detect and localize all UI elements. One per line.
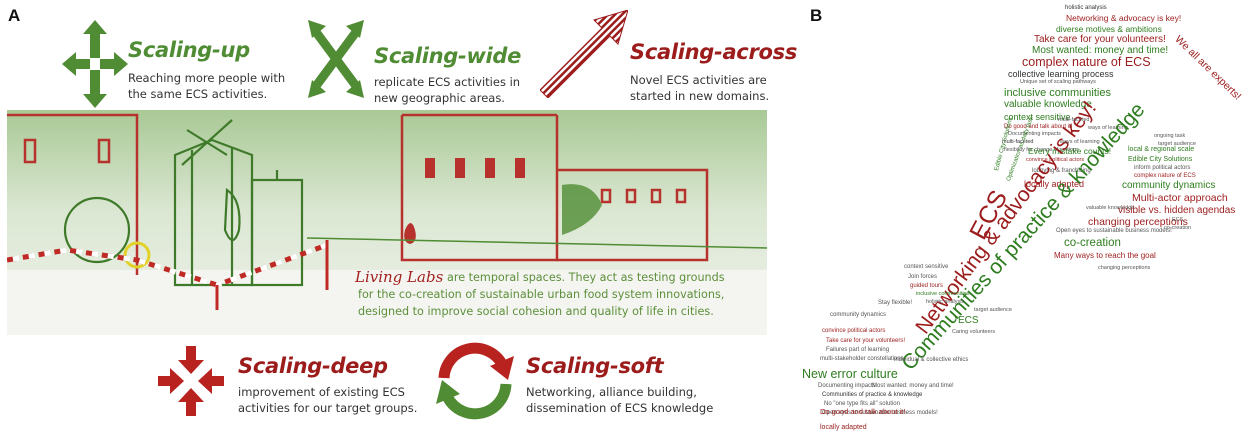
word: complex nature of ECS — [1022, 55, 1151, 69]
word: valuable knowledge — [1086, 205, 1135, 211]
word: Stay flexible! — [878, 300, 913, 306]
word: Edible City Solutions — [1128, 156, 1193, 163]
word: lobbying & franchising — [1032, 168, 1091, 174]
word: flexibility for change of settings — [1004, 147, 1079, 153]
word: Do good and talk about it! — [820, 407, 906, 416]
panel-letter-a: A — [8, 6, 21, 25]
word: target audience — [1158, 141, 1196, 147]
scaling-deep-title: Scaling-deep — [238, 354, 388, 378]
word: Documenting impacts — [818, 383, 876, 389]
word: locally adapted — [1024, 179, 1085, 189]
sketch-scene — [7, 110, 767, 335]
living-labs-line-2: for the co-creation of sustainable urban… — [358, 288, 725, 301]
scaling-deep-desc-1: improvement of existing ECS — [238, 385, 405, 399]
scaling-wide-desc-2: new geographic areas. — [374, 91, 505, 105]
word: Take care for your volunteers! — [826, 338, 906, 344]
living-labs-line-3: designed to improve social cohesion and … — [358, 305, 714, 318]
four-way-arrow-icon — [62, 20, 128, 108]
word: co-creation — [1164, 225, 1192, 231]
word: inform political actors — [1134, 165, 1191, 171]
word: collective learning process — [1008, 69, 1114, 79]
word: visible vs. hidden agendas — [1118, 205, 1236, 216]
word: ECS — [1172, 217, 1184, 223]
striped-diagonal-arrow-icon — [540, 10, 628, 98]
scaling-up-desc-2: the same ECS activities. — [128, 87, 268, 101]
word: Most wanted: money and time! — [1032, 45, 1169, 56]
word: ongoing task — [1154, 133, 1186, 139]
panel-letter-b: B — [810, 6, 823, 25]
inward-arrows-icon — [158, 346, 224, 416]
scaling-up-desc-1: Reaching more people with — [128, 71, 286, 85]
word: ways of learning — [1088, 125, 1128, 131]
word: Every mistake counts! — [1028, 146, 1112, 156]
word: changing perceptions — [1098, 265, 1151, 271]
scaling-wide-desc-1: replicate ECS activities in — [374, 75, 521, 89]
word: local & regional scale — [1128, 146, 1195, 153]
scaling-wide-title: Scaling-wide — [374, 44, 522, 68]
scaling-up-title: Scaling-up — [128, 38, 250, 62]
word: Communities of practice & knowledge — [822, 392, 923, 398]
word: convince political actors — [822, 328, 886, 334]
word: locally adapted — [820, 424, 867, 431]
word: target audience — [974, 307, 1012, 313]
word: inclusive communities — [1004, 87, 1111, 99]
word: Documenting impacts — [1008, 131, 1061, 137]
word: ECS — [958, 315, 979, 326]
living-labs-illustration — [7, 110, 767, 335]
scaling-across-desc-2: started in new domains. — [630, 89, 770, 103]
word: Caring volunteers — [952, 329, 996, 335]
word: inclusive communities — [916, 291, 970, 297]
word: We all are experts! — [1172, 33, 1244, 103]
word: Many ways to reach the goal — [1054, 251, 1156, 260]
word: holistic analysis — [926, 299, 965, 305]
scaling-across-desc-1: Novel ECS activities are — [630, 73, 767, 87]
panel-a: A Scaling-up Reaching more people with t… — [7, 6, 797, 420]
word: Join forces — [908, 274, 938, 280]
panel-b-word-cloud: B holistic analysis Networking & advocac… — [798, 0, 1248, 439]
word: context sensitive — [1004, 112, 1071, 122]
word: convince political actors — [1026, 157, 1085, 163]
word: changing perceptions — [1088, 216, 1188, 228]
word: context sensitive — [904, 264, 949, 270]
word: No "one type fits all" solution — [824, 401, 900, 407]
word: Open eyes to sustainable business models… — [1056, 228, 1172, 234]
word: Take care for your volunteers! — [1034, 34, 1166, 45]
cycle-arrows-icon — [436, 342, 514, 420]
word: diverse motives & ambitions — [1056, 24, 1162, 34]
word: holistic analysis — [1065, 5, 1107, 11]
word: Open eyes to sustainable business models… — [822, 410, 938, 416]
word: multi-faceted — [1058, 117, 1090, 123]
word: valuable knowledge — [1004, 99, 1092, 110]
scaling-soft-desc-1: Networking, alliance building, — [526, 385, 697, 399]
word: Do good and talk about it! — [1004, 124, 1073, 130]
word: Failures part of learning — [826, 347, 890, 353]
word: community dynamics — [830, 312, 887, 318]
word: Networking & advocacy is key! — [1066, 13, 1182, 23]
word: co-creation — [1064, 237, 1121, 249]
word: Most wanted: money and time! — [872, 383, 954, 389]
living-labs-script: Living Labs — [355, 268, 444, 286]
diagonal-cross-arrows-icon — [308, 20, 364, 98]
word: complex nature of ECS — [1134, 173, 1196, 179]
living-labs-line-1: are temporal spaces. They act as testing… — [447, 271, 725, 284]
scaling-across-title: Scaling-across — [630, 40, 798, 64]
word: multi-faceted — [1002, 139, 1034, 145]
word: guided tours — [910, 283, 944, 289]
word: individual & collective ethics — [894, 357, 969, 363]
word: community dynamics — [1122, 180, 1216, 191]
word: New error culture — [802, 367, 898, 381]
word: Multi-actor approach — [1132, 192, 1228, 204]
scaling-soft-desc-2: dissemination of ECS knowledge — [526, 401, 714, 415]
word: multi-stakeholder constellations — [820, 356, 904, 362]
scaling-deep-desc-2: activities for our target groups. — [238, 401, 418, 415]
word: ways of learning — [1060, 139, 1100, 145]
word: Unique set of scaling pathways — [1020, 79, 1096, 85]
scaling-soft-title: Scaling-soft — [526, 354, 664, 378]
